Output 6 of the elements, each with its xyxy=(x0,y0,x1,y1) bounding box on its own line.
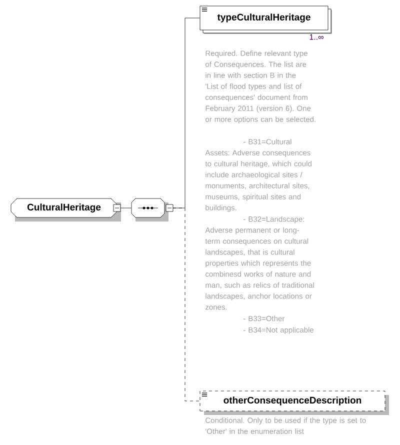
element-box: CulturalHeritage xyxy=(10,198,121,222)
sequence-compositor xyxy=(131,198,174,222)
cardinality-label: 1..∞ xyxy=(310,34,324,40)
element-box: typeCulturalHeritage xyxy=(200,6,332,34)
connector-line xyxy=(172,208,200,402)
element-box: otherConsequenceDescription xyxy=(200,390,389,415)
